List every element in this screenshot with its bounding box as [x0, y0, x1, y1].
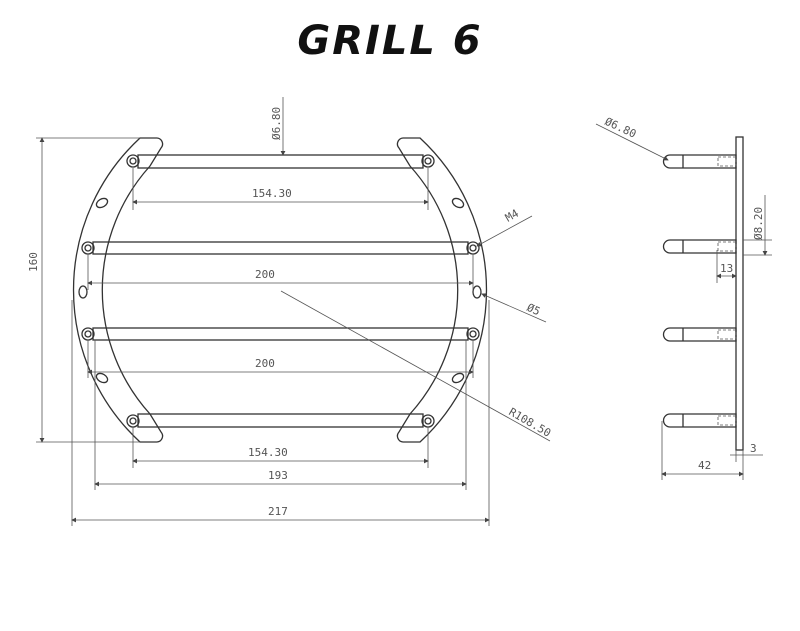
left-ring-segment — [72, 137, 164, 443]
mounting-plate — [735, 136, 744, 451]
dim-slot-dia: Ø5 — [525, 301, 543, 318]
dim-overall-depth: 42 — [698, 459, 711, 472]
dim-radius: R108.50 — [507, 405, 554, 439]
dim-mid-span-2: 200 — [255, 357, 275, 370]
rods — [662, 154, 737, 428]
dim-rod-dia: Ø6.80 — [603, 115, 639, 141]
dim-plate-thickness: 3 — [750, 442, 757, 455]
side-view: Ø6.80 Ø8.20 13 3 42 — [595, 115, 772, 480]
dim-top-span: 154.30 — [252, 187, 292, 200]
dim-overall-width: 217 — [268, 505, 288, 518]
dim-mid-span-1: 200 — [255, 268, 275, 281]
dim-insert-depth: 13 — [720, 262, 733, 275]
dim-insert-dia: Ø8.20 — [752, 207, 765, 240]
right-ring-segment — [396, 137, 488, 443]
dim-overall-height: 160 — [27, 252, 40, 272]
bar-4 — [137, 413, 424, 428]
bar-3 — [92, 327, 469, 341]
front-view: Ø6.80 154.30 200 200 154.30 193 217 160 — [27, 97, 553, 526]
dim-ring-inner-width: 193 — [268, 469, 288, 482]
slots — [78, 197, 482, 384]
grill-bars — [92, 154, 469, 428]
dim-hole-dia: Ø6.80 — [270, 107, 283, 140]
dimensions: Ø6.80 154.30 200 200 154.30 193 217 160 — [27, 97, 553, 526]
bar-2 — [92, 241, 469, 255]
side-dimensions: Ø6.80 Ø8.20 13 3 42 — [595, 115, 772, 480]
dim-bottom-span: 154.30 — [248, 446, 288, 459]
dim-thread: M4 — [503, 207, 521, 225]
drawing-title: GRILL 6 — [297, 18, 483, 64]
bar-1 — [137, 154, 424, 169]
